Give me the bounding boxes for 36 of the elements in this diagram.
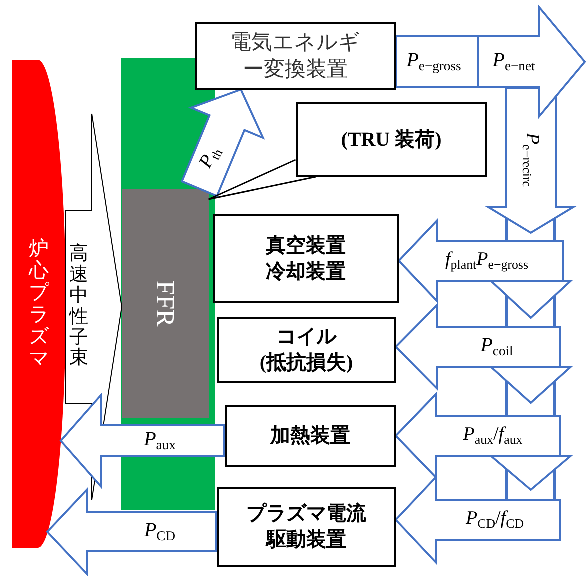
block-arrow bbox=[394, 303, 561, 391]
node-text: コイル bbox=[276, 325, 336, 350]
plasma-shape bbox=[12, 60, 66, 548]
edge-label: P$_{coil}$ bbox=[480, 334, 514, 360]
node-text: 駆動装置 bbox=[266, 528, 346, 553]
power-label: P$_{e−gross}$ bbox=[406, 49, 462, 75]
node-text: 炉心プラズマ bbox=[29, 238, 49, 370]
edge-label: P$_{e−net}$ bbox=[492, 49, 536, 75]
block-arrow bbox=[398, 218, 564, 304]
node-text: (TRU 装荷) bbox=[341, 128, 442, 152]
node-text: 電気エネルギー変換装置 bbox=[230, 28, 361, 83]
block-arrow bbox=[394, 474, 561, 566]
node-text: プラズマ電流 bbox=[246, 502, 366, 527]
edge-label: f$_{plant}$P$_{e−gross}$ bbox=[446, 250, 528, 272]
edge-label: P$_{aux}$ bbox=[144, 428, 176, 454]
node-text: 冷却装置 bbox=[266, 260, 346, 284]
node-text: (抵抗損失) bbox=[260, 351, 354, 376]
device-box bbox=[217, 317, 396, 383]
edge-label: P$_{CD}$ bbox=[144, 519, 176, 545]
edge-label: P$_{aux}$/f$_{aux}$ bbox=[463, 424, 523, 448]
block-arrow bbox=[60, 392, 226, 490]
node-text: 真空装置 bbox=[266, 234, 346, 258]
edge-label: 高速中性子束 bbox=[70, 244, 88, 370]
node-text: FFR bbox=[150, 280, 182, 327]
reactor-block bbox=[122, 189, 209, 418]
device-box bbox=[296, 102, 487, 177]
block-arrow bbox=[394, 392, 561, 480]
node-text: 加熱装置 bbox=[270, 424, 350, 449]
block-arrow bbox=[46, 486, 218, 578]
block-arrow bbox=[396, 4, 586, 120]
edge-label: P$_{CD}$/f$_{CD}$ bbox=[466, 508, 524, 532]
device-box bbox=[195, 22, 396, 90]
device-box bbox=[217, 487, 396, 567]
device-box bbox=[225, 405, 396, 467]
block-arrow bbox=[180, 88, 266, 198]
device-box bbox=[213, 214, 399, 303]
